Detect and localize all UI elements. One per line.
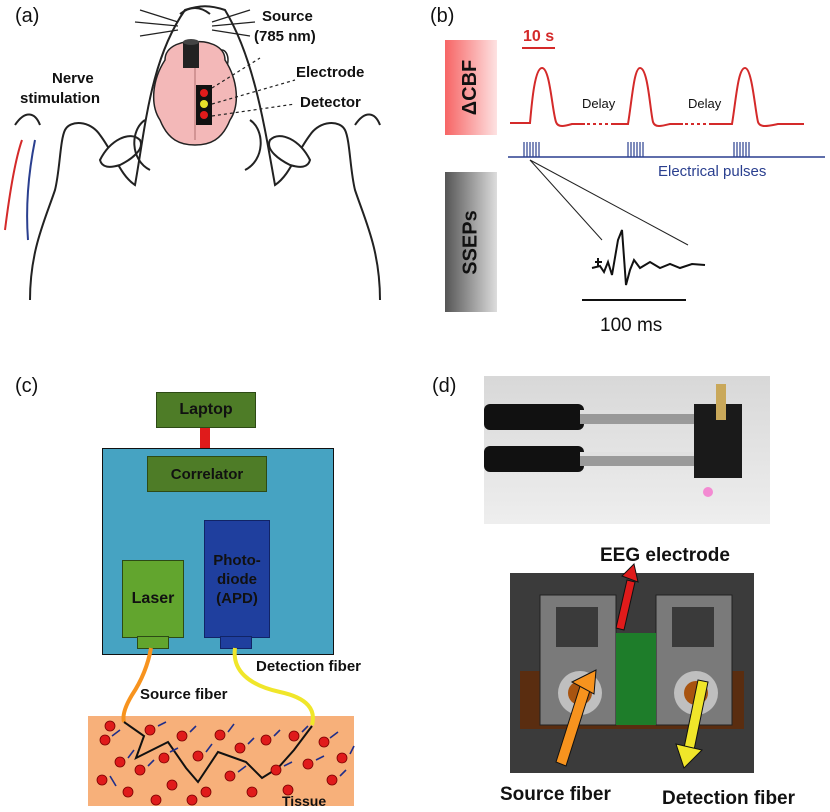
- nerve-wire-red: [4, 139, 23, 231]
- panel-b-label: (b): [430, 5, 455, 27]
- pulse-trains: [523, 142, 750, 157]
- laptop-connector: [200, 426, 210, 454]
- eeg-electrode-label: EEG electrode: [600, 545, 730, 566]
- photodiode-label-line3: (APD): [216, 589, 258, 607]
- laser-port: [137, 636, 169, 649]
- motion-arrows: [109, 721, 355, 787]
- rat-body: [29, 5, 381, 301]
- cbf-side-bar: [445, 40, 497, 135]
- detection-fiber-arrow: [675, 679, 709, 769]
- source-cylinder: [183, 42, 199, 68]
- electrode-label: Electrode: [296, 64, 365, 81]
- source-wavelength-label: (785 nm): [254, 28, 316, 45]
- rat-right-paw: [268, 135, 312, 168]
- panel-d-label: (d): [432, 375, 457, 397]
- sseps-label: SSEPs: [459, 209, 482, 275]
- detection-fiber-label-c: Detection fiber: [256, 658, 362, 675]
- rat-whiskers: [134, 9, 256, 37]
- nerve-label: Nerve: [52, 70, 94, 87]
- panel-c-label: (c): [15, 375, 39, 397]
- eeg-arrow: [615, 563, 639, 631]
- source-label: Source: [262, 8, 313, 25]
- probe-photo: [484, 376, 770, 524]
- scatter-particles: [96, 720, 348, 806]
- detection-fiber-label-d: Detection fiber: [662, 788, 796, 809]
- rat-illustration: [4, 5, 381, 301]
- delay-label-2: Delay: [688, 96, 722, 111]
- correlator-box: Correlator: [147, 456, 267, 492]
- tissue-diagram: [88, 647, 355, 806]
- probe-photo-drawing: [484, 384, 742, 497]
- detection-fiber-line: [232, 647, 315, 726]
- photon-path: [123, 721, 313, 784]
- cbf-sseps-plot: [508, 47, 825, 301]
- source-fiber-arrow: [555, 669, 597, 767]
- delay-label-1: Delay: [582, 96, 616, 111]
- probe-electrode-dot: [200, 100, 208, 108]
- photodiode-label-line1: Photo-: [213, 551, 261, 569]
- panel-a-label: (a): [15, 5, 40, 27]
- photodiode-label-line2: diode: [217, 570, 257, 588]
- source-fiber-label-d: Source fiber: [500, 784, 611, 805]
- time-scale-label: 10 s: [523, 28, 555, 45]
- tissue-label: Tissue: [282, 793, 327, 809]
- probe-source-dot: [200, 89, 208, 97]
- electrical-pulses-label: Electrical pulses: [658, 163, 767, 180]
- source-fiber-label-c: Source fiber: [140, 686, 228, 703]
- ssep-trace: [591, 229, 706, 286]
- laptop-box: Laptop: [156, 392, 256, 428]
- laser-box: Laser: [122, 560, 184, 638]
- rat-nose: [179, 7, 211, 15]
- cbf-label: ΔCBF: [459, 59, 482, 116]
- probe-render: [510, 573, 754, 773]
- stimulation-label: stimulation: [20, 90, 101, 107]
- probe-detector-dot: [200, 111, 208, 119]
- photodiode-box: Photo- diode (APD): [204, 520, 270, 638]
- ms-scale-label: 100 ms: [600, 315, 663, 336]
- source-fiber-line: [121, 647, 153, 723]
- nerve-wire-blue: [26, 139, 36, 241]
- cbf-trace: [510, 66, 585, 127]
- probe-arrows: [555, 563, 709, 769]
- detector-label: Detector: [300, 94, 361, 111]
- sseps-side-bar: [445, 172, 497, 312]
